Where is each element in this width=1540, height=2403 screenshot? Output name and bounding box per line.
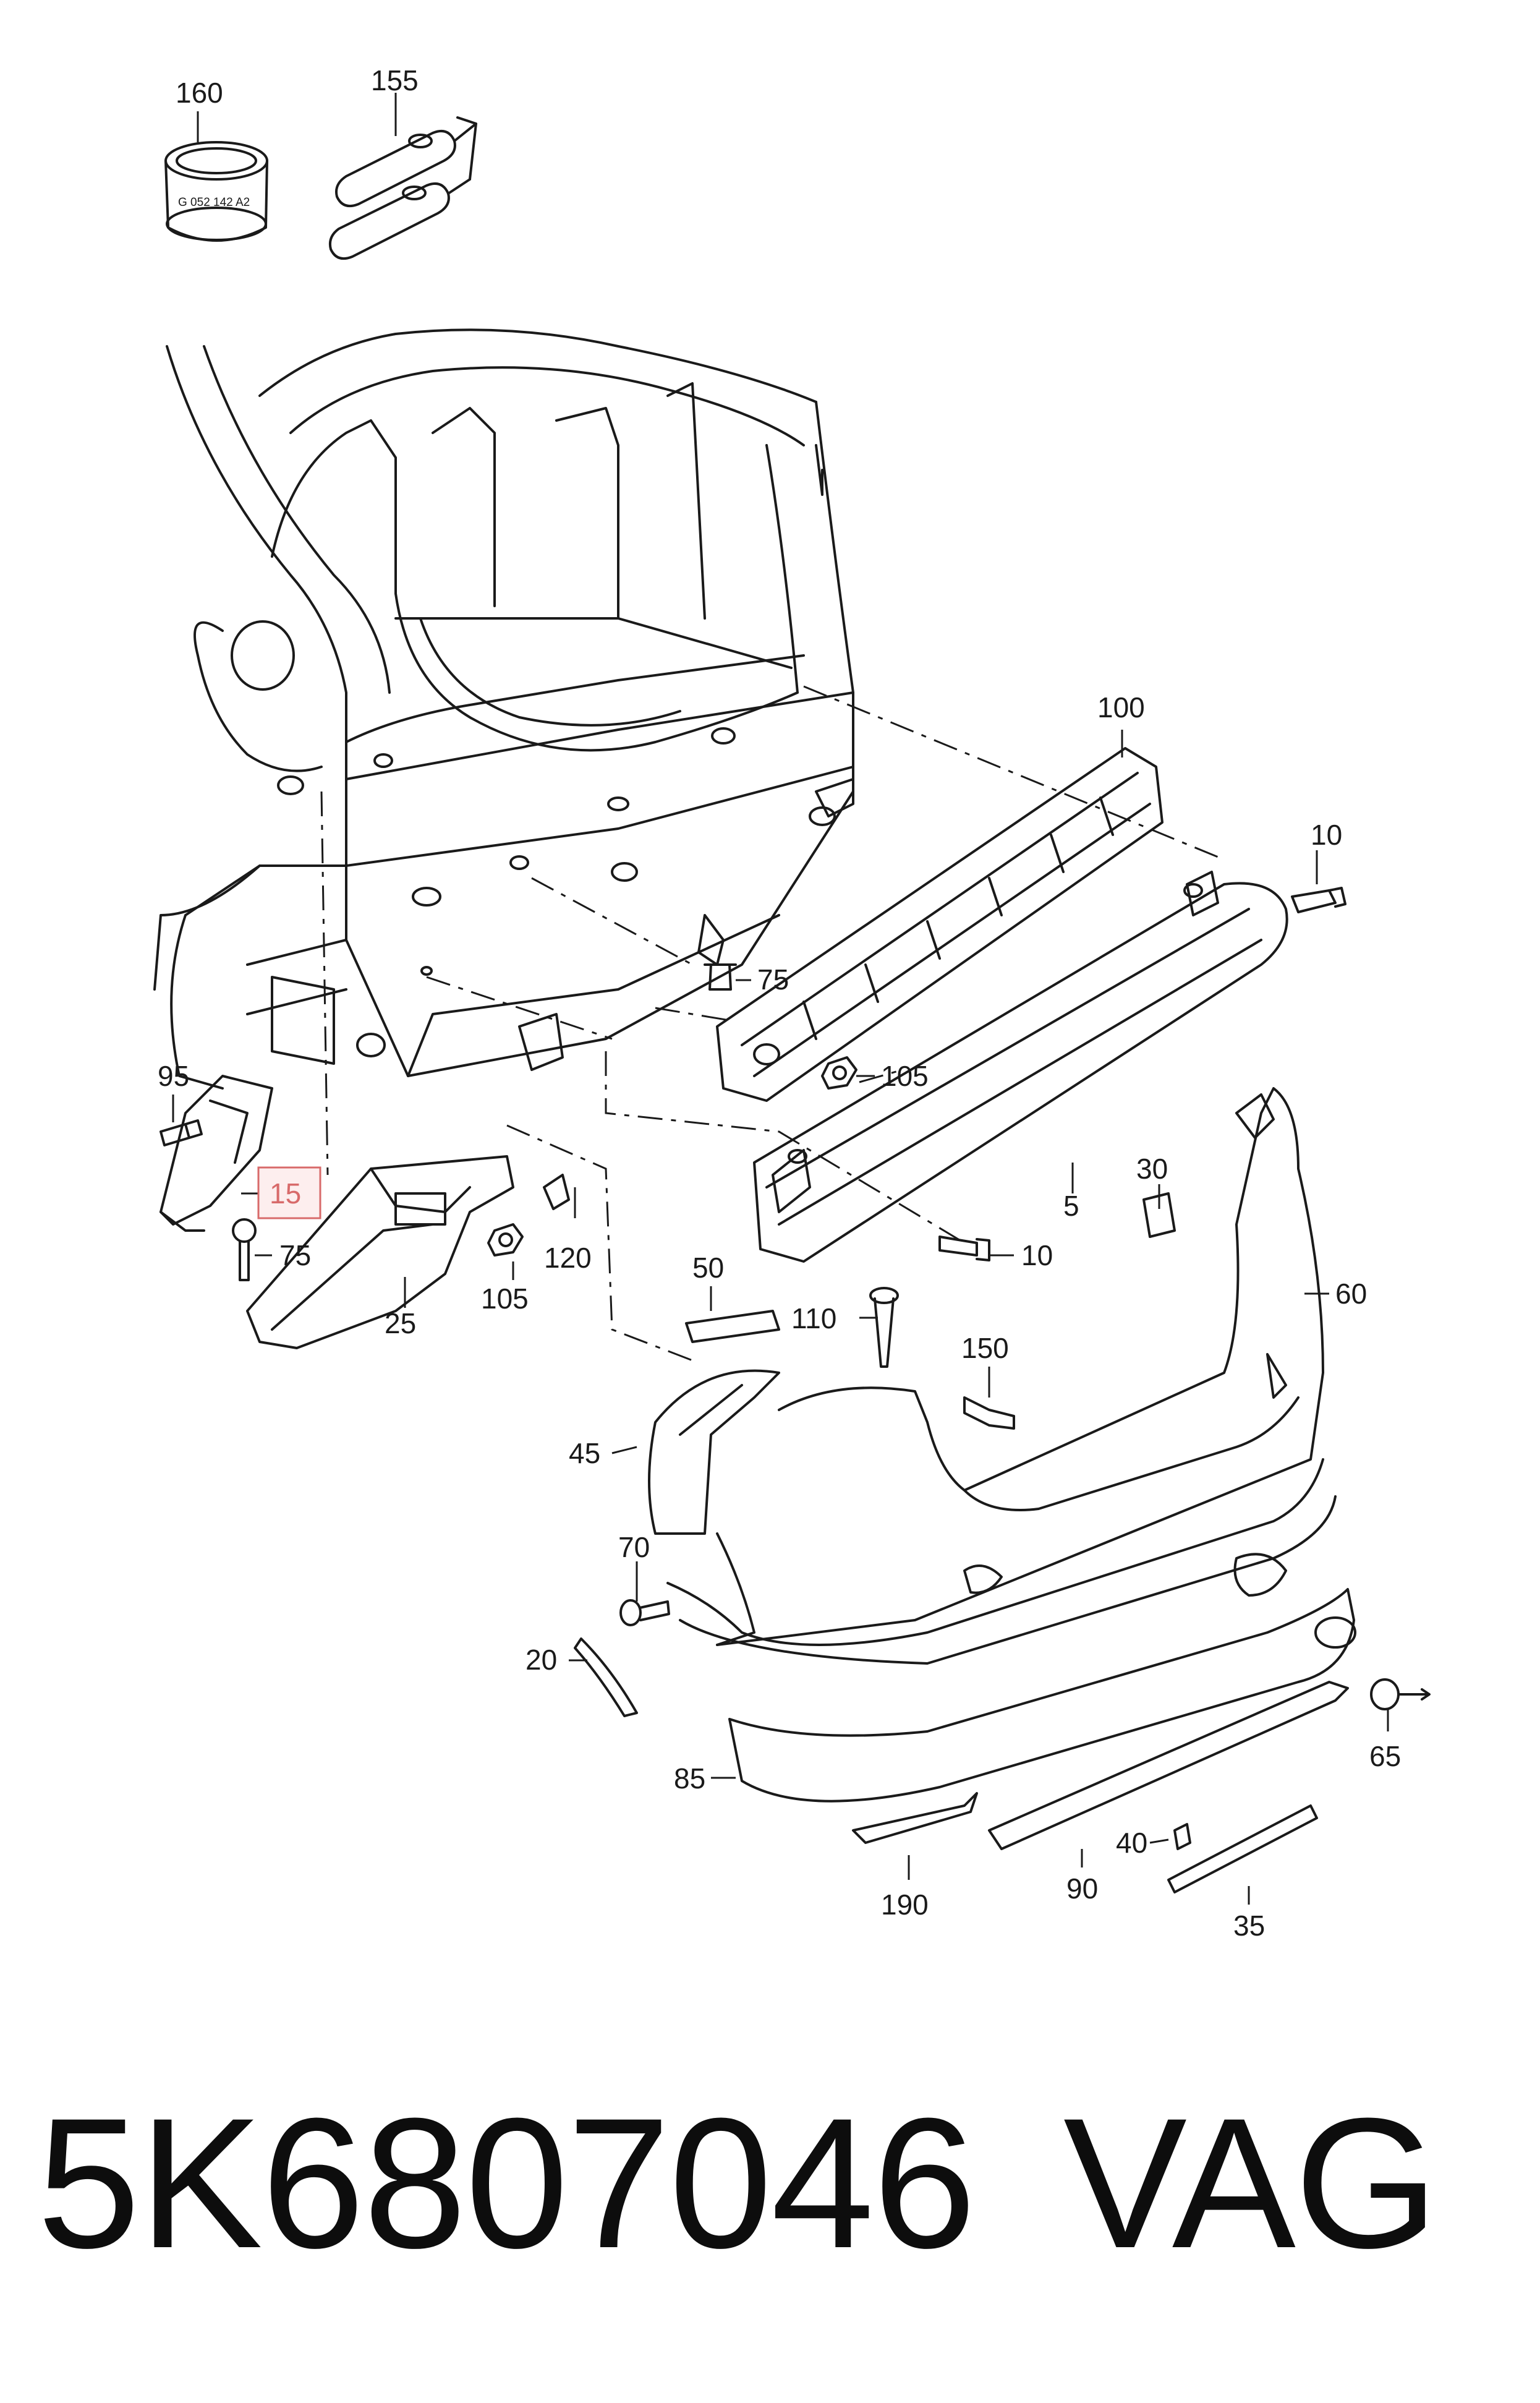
leader-lines xyxy=(172,93,1389,1905)
trim-part-20 xyxy=(574,1637,638,1717)
applicator-tools-part-155 xyxy=(328,116,477,260)
callout-30: 30 xyxy=(1136,1153,1168,1185)
diffuser-part-85 xyxy=(728,1588,1356,1803)
callout-105-left: 105 xyxy=(481,1283,529,1315)
bolt-part-10-top xyxy=(1291,887,1346,913)
bumper-carrier-part-5 xyxy=(753,871,1288,1263)
bracket-part-50 xyxy=(685,1310,780,1343)
callout-90: 90 xyxy=(1066,1872,1098,1905)
callout-150: 150 xyxy=(961,1332,1009,1364)
callout-120: 120 xyxy=(544,1242,592,1274)
callout-20: 20 xyxy=(525,1644,557,1676)
sealant-ring-part-160 xyxy=(164,141,268,242)
assembly-guide-lines xyxy=(320,685,1225,1362)
clip-part-30 xyxy=(1142,1192,1176,1238)
screw-part-75-left xyxy=(232,1218,257,1281)
bolt-part-95 xyxy=(160,1119,203,1146)
callout-100: 100 xyxy=(1097,691,1145,723)
side-guide-part-25 xyxy=(246,1155,514,1349)
highlight-box-part-15 xyxy=(257,1166,321,1219)
callout-labels: 160 155 100 10 75 105 95 15 75 25 105 12… xyxy=(158,64,1401,1942)
bracket-part-120 xyxy=(543,1174,570,1210)
callout-5: 5 xyxy=(1063,1190,1079,1222)
vehicle-body-rear xyxy=(153,328,854,1090)
side-bracket-part-15 xyxy=(160,1075,273,1232)
callout-105-top: 105 xyxy=(881,1060,929,1092)
callout-50: 50 xyxy=(692,1252,724,1284)
screw-part-110 xyxy=(869,1287,899,1368)
callout-60: 60 xyxy=(1335,1278,1367,1310)
callout-75-top: 75 xyxy=(757,963,789,996)
bolt-part-10-bottom xyxy=(938,1236,990,1261)
nut-part-105-left xyxy=(487,1223,524,1257)
screw-part-70 xyxy=(619,1599,670,1626)
trim-part-190 xyxy=(852,1792,978,1844)
side-bracket-part-45 xyxy=(648,1369,780,1535)
callout-25: 25 xyxy=(385,1307,416,1339)
clip-part-150 xyxy=(963,1396,1015,1430)
part-number: 5K6807046 xyxy=(37,2079,976,2287)
brand-name: VAG xyxy=(1063,2079,1439,2287)
callout-70: 70 xyxy=(618,1531,650,1563)
clip-part-75-top xyxy=(704,963,737,991)
cap-part-65 xyxy=(1370,1678,1431,1710)
callout-95: 95 xyxy=(158,1060,189,1092)
callout-45: 45 xyxy=(569,1437,600,1469)
sealant-ring-label: G 052 142 A2 xyxy=(178,196,250,209)
callout-160: 160 xyxy=(176,77,223,109)
clip-part-40 xyxy=(1173,1823,1191,1850)
callout-155: 155 xyxy=(371,64,419,96)
callout-85: 85 xyxy=(674,1762,705,1795)
callout-15-highlighted: 15 xyxy=(270,1177,301,1210)
trim-strip-part-90 xyxy=(988,1681,1349,1850)
callout-75-left: 75 xyxy=(279,1239,311,1271)
impact-absorber-part-100 xyxy=(716,747,1164,1102)
callout-110: 110 xyxy=(791,1302,836,1334)
callout-10-bottom: 10 xyxy=(1021,1239,1053,1271)
callout-35: 35 xyxy=(1233,1910,1265,1942)
trim-strip-part-35 xyxy=(1167,1804,1318,1893)
callout-40: 40 xyxy=(1116,1827,1147,1859)
callout-190: 190 xyxy=(881,1889,929,1921)
nut-part-105-top xyxy=(821,1056,857,1090)
bumper-cover-part-60 xyxy=(666,1087,1337,1665)
callout-10-top: 10 xyxy=(1311,819,1342,851)
callout-65: 65 xyxy=(1369,1740,1401,1772)
